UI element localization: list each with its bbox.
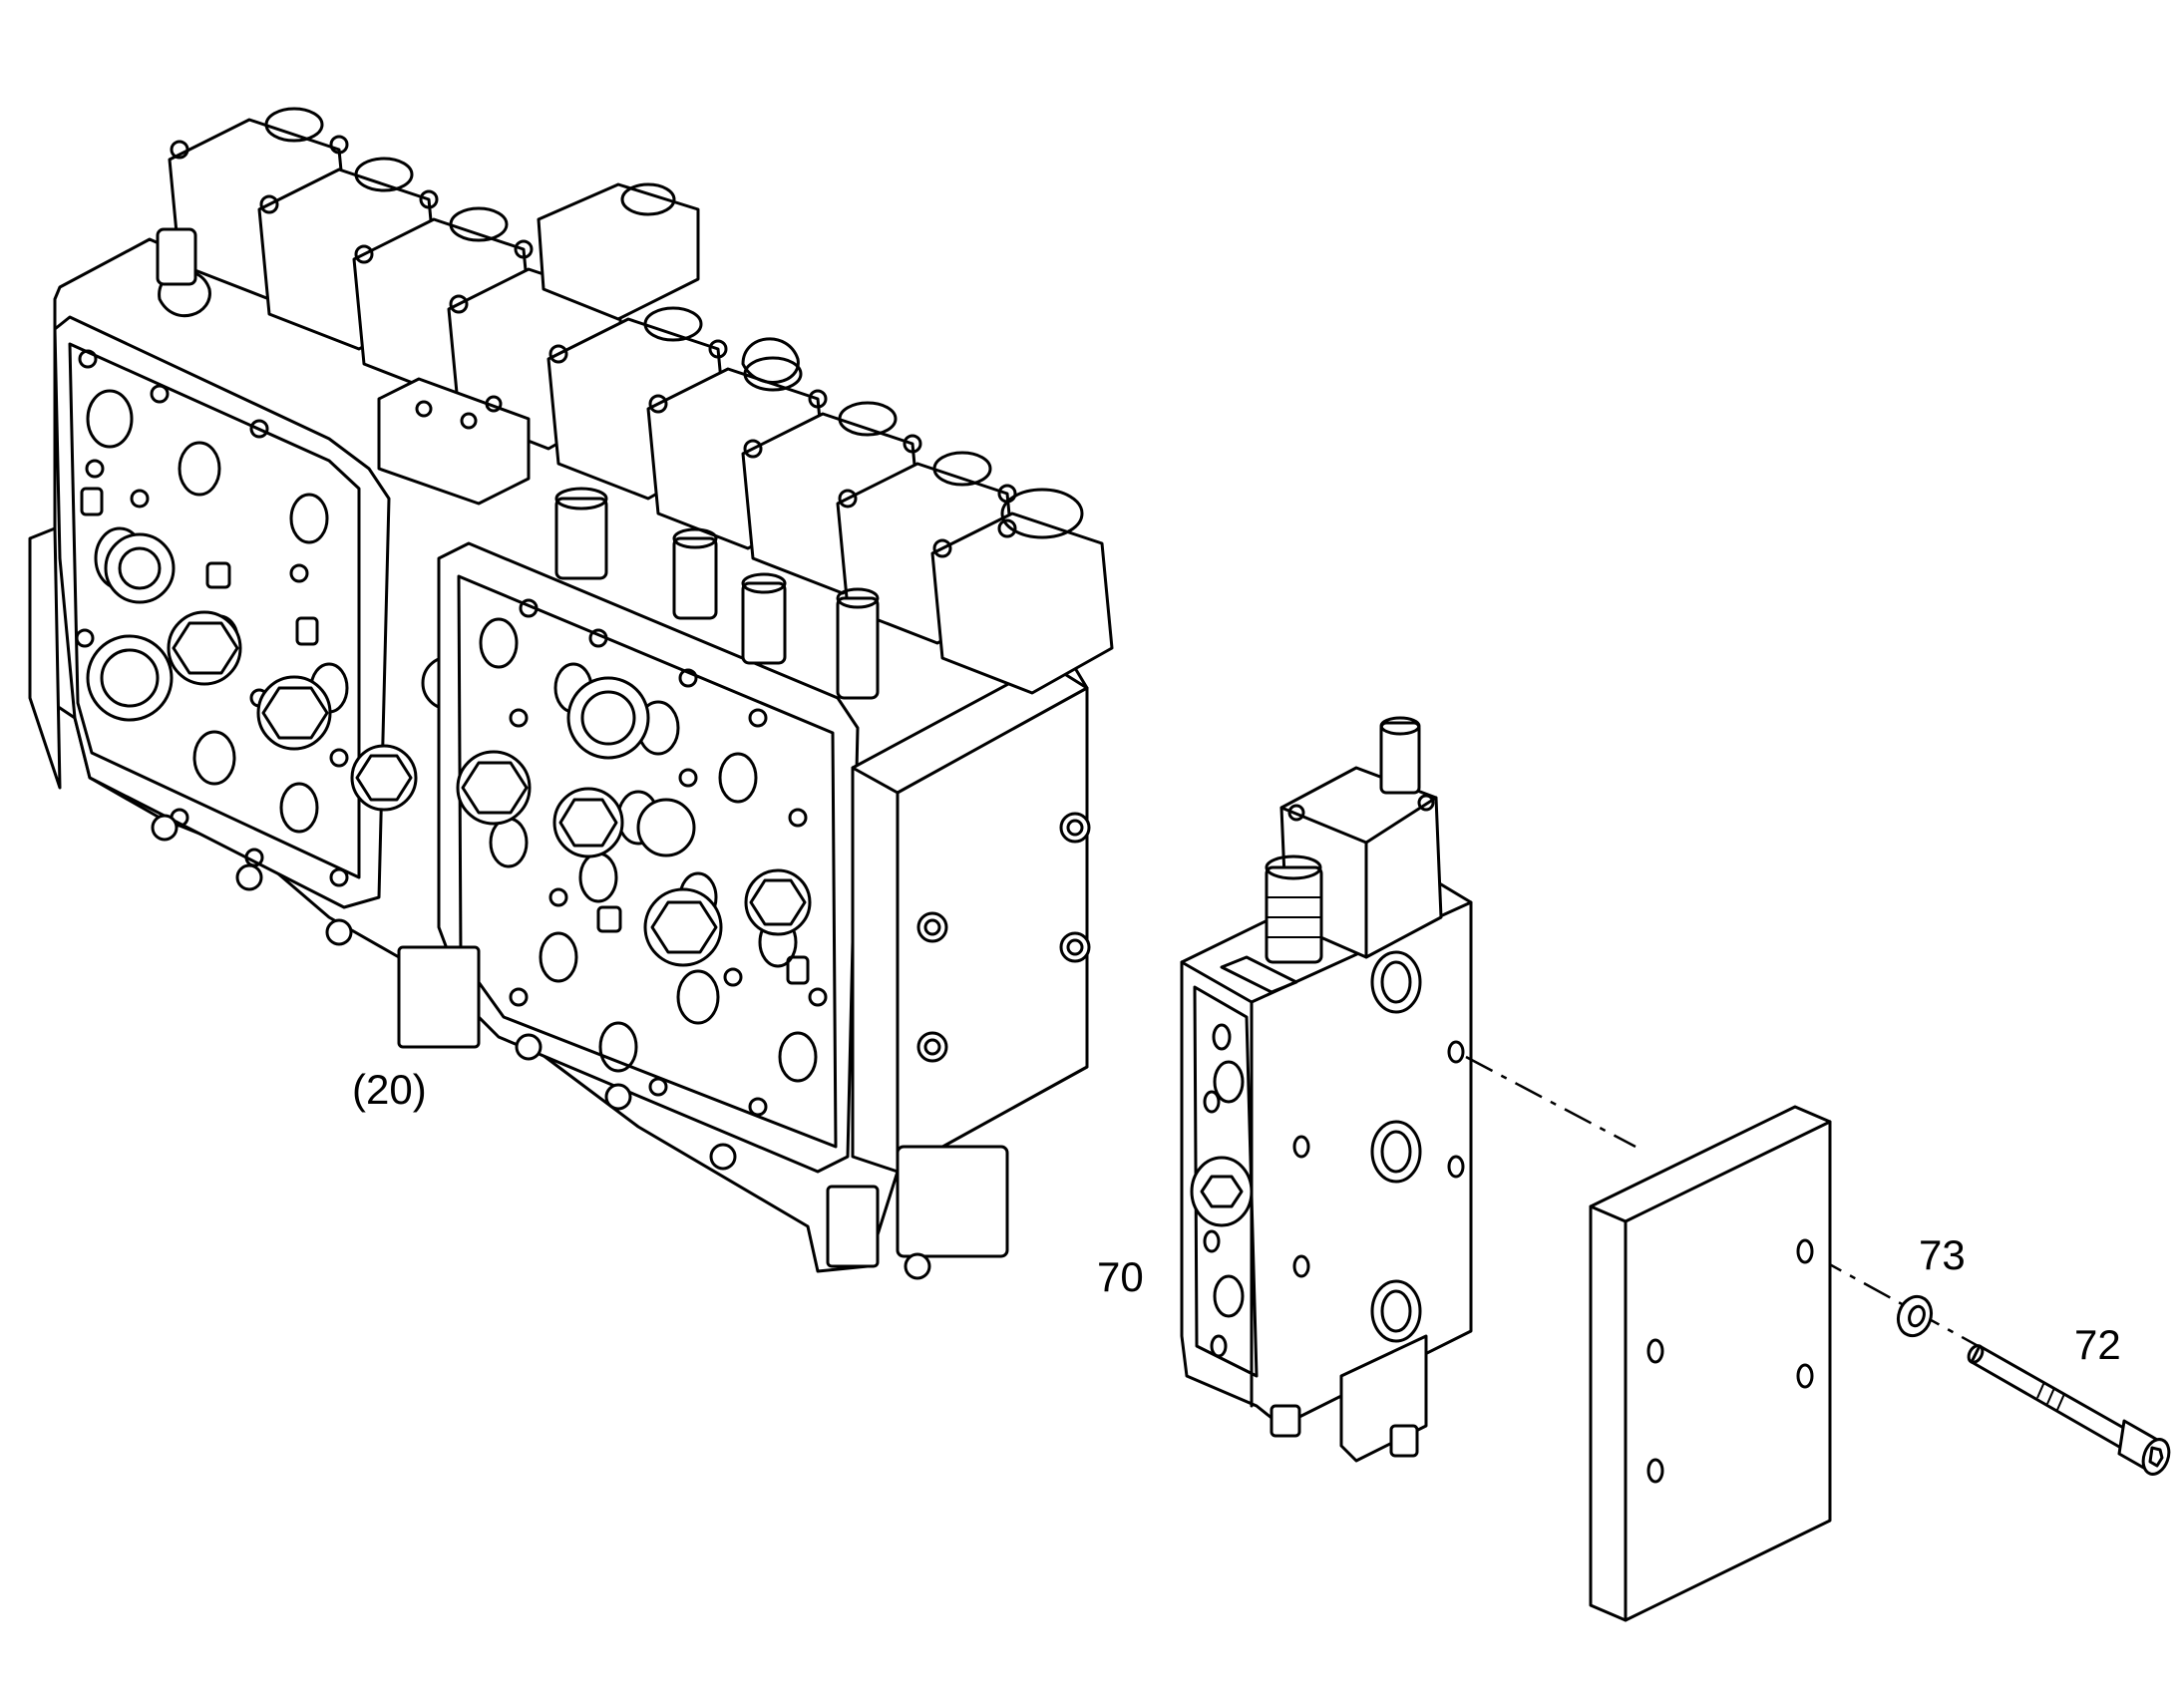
main-control-valve-assembly: [28, 107, 1114, 1280]
right-cover-bolts: [916, 812, 1091, 1063]
callout-main-valve: (20): [352, 1066, 427, 1113]
pilot-caps: [168, 107, 1114, 695]
bolt-72: [1967, 1344, 2171, 1476]
callout-bolt: 72: [2074, 1321, 2121, 1368]
block-plate: [1589, 1105, 1832, 1622]
callout-washer: 73: [1919, 1231, 1966, 1278]
middle-plate-plugs: [456, 676, 812, 967]
section-valve-70: [1180, 716, 1473, 1463]
top-fittings: [156, 227, 880, 700]
left-plate-plugs: [86, 532, 477, 812]
callout-section-valve: 70: [1097, 1253, 1144, 1300]
bottom-fittings: [151, 814, 1009, 1280]
washer-73: [1896, 1294, 1934, 1338]
middle-plate-holes: [479, 598, 828, 1117]
alignment-line-upper: [1465, 1055, 1636, 1149]
